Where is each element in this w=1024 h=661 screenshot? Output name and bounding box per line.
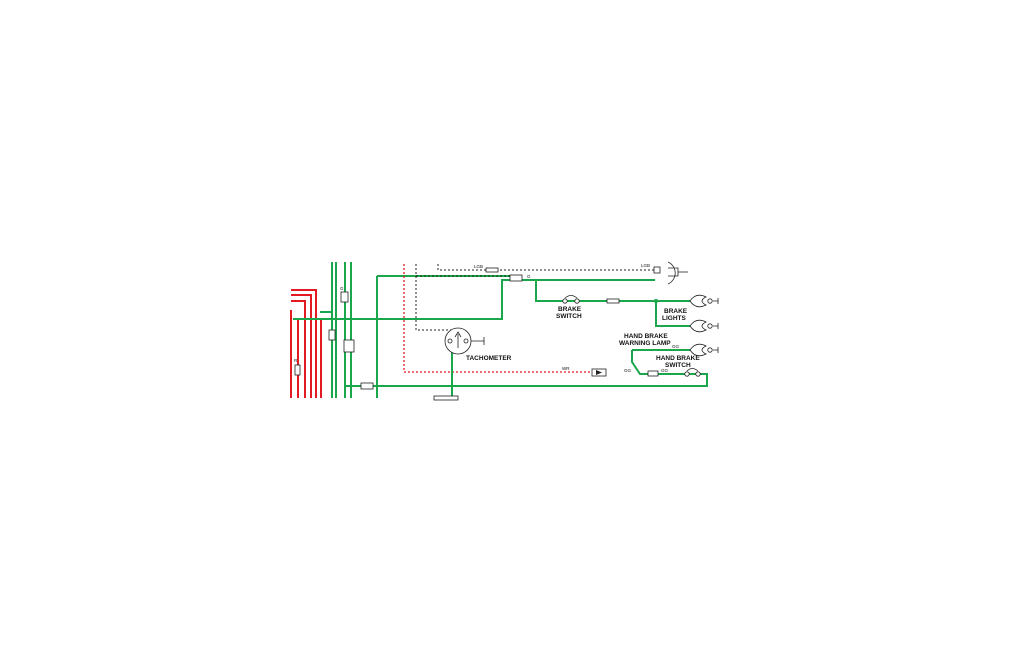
multi-connector [509, 274, 523, 282]
tachometer-label: TACHOMETER [466, 355, 512, 362]
green-trunk-wires [293, 262, 708, 398]
wire-code-left-r: R [294, 358, 298, 363]
resistor-left [294, 364, 301, 376]
brake-switch-label-2: SWITCH [556, 313, 582, 320]
wire-code-left-g: G [340, 286, 344, 291]
black-dashed-wire-top [437, 264, 657, 271]
wire-code-wr: WR [562, 366, 570, 371]
wire-code-gg-a: GG [672, 344, 680, 349]
in-line-fuse [340, 291, 349, 303]
brake-light-bulb-lower [689, 319, 719, 333]
hand-brake-warning-lamp [689, 343, 719, 357]
wire-code-gg-c: GG [661, 368, 669, 373]
inline-resistor [606, 298, 620, 304]
brake-lights-label-1: BRAKE [664, 308, 688, 315]
bottom-connector [433, 395, 459, 401]
hand-brake-switch [647, 368, 701, 377]
lamp-connector [653, 266, 661, 274]
wire-code-g: G [527, 274, 531, 279]
wire-code-lgb-a: LGB [474, 264, 483, 269]
hb-warning-label-1: HAND BRAKE [624, 333, 668, 340]
hb-switch-label-1: HAND BRAKE [656, 355, 700, 362]
wr-dashed-wire [403, 264, 592, 373]
junction-dot [654, 299, 658, 303]
tachometer [444, 327, 485, 398]
top-fuse [485, 267, 499, 273]
hb-switch-link [631, 350, 660, 375]
connector-left [360, 382, 374, 390]
brake-light-bulb-upper [689, 294, 719, 308]
hb-warning-label-2: WARNING LAMP [619, 340, 671, 347]
brake-switch-label-1: BRAKE [558, 306, 582, 313]
brake-lights-label-2: LIGHTS [662, 315, 686, 322]
hb-switch-label-2: SWITCH [665, 362, 691, 369]
red-wire-bundle [290, 289, 322, 398]
wire-code-lgb-b: LGB [641, 263, 650, 268]
brake-switch [562, 295, 580, 304]
diode [591, 368, 607, 377]
wire-code-gg-b: GG [624, 368, 632, 373]
horn-lamp [667, 261, 688, 285]
black-dashed-wire-tach [415, 264, 452, 331]
small-connector [328, 329, 336, 341]
relay-block [343, 339, 355, 353]
